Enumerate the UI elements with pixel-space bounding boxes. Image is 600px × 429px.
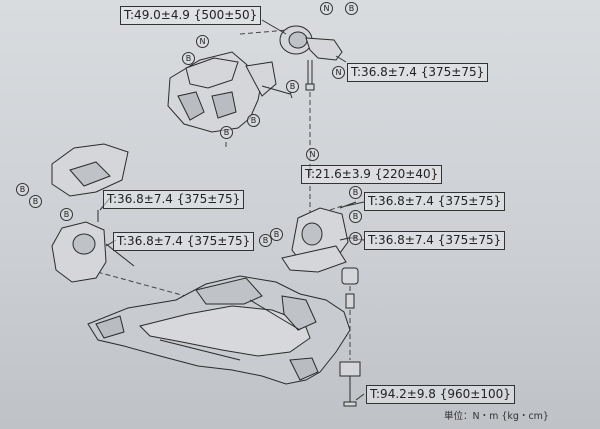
marker-b: B [349, 210, 362, 223]
marker-b: B [16, 183, 29, 196]
upper-insulator [279, 25, 343, 91]
marker-n: N [332, 66, 345, 79]
marker-b: B [220, 126, 233, 139]
marker-b: B [182, 52, 195, 65]
torque-spec-upper-mount-bolt: T:49.0±4.9 {500±50} [120, 6, 262, 25]
marker-b: B [247, 114, 260, 127]
torque-spec-left-mount: T:36.8±7.4 {375±75} [113, 232, 255, 251]
left-mount-bracket [51, 143, 135, 283]
marker-b: B [286, 80, 299, 93]
marker-b: B [60, 208, 73, 221]
marker-b: B [349, 232, 362, 245]
marker-b: B [270, 228, 283, 241]
small-insulators [339, 267, 361, 407]
lower-right-mount [281, 201, 359, 273]
torque-spec-right-mount-top: T:36.8±7.4 {375±75} [364, 192, 506, 211]
torque-spec-right-mount-bottom: T:36.8±7.4 {375±75} [364, 231, 506, 250]
marker-b: B [345, 2, 358, 15]
marker-n: N [306, 148, 319, 161]
marker-b: B [349, 186, 362, 199]
marker-b: B [259, 234, 272, 247]
units-note: 単位：N・m {kg・cm} [444, 411, 549, 422]
torque-spec-center-bolt: T:21.6±3.9 {220±40} [301, 165, 443, 184]
torque-spec-crossmember-bolt: T:94.2±9.8 {960±100} [366, 385, 515, 404]
marker-b: B [29, 195, 42, 208]
marker-n: N [320, 2, 333, 15]
suspension-crossmember [87, 275, 351, 385]
torque-spec-upper-insulator: T:36.8±7.4 {375±75} [347, 63, 489, 82]
torque-spec-left-bracket: T:36.8±7.4 {375±75} [103, 190, 245, 209]
marker-n: N [196, 35, 209, 48]
upper-mount-bracket [167, 51, 293, 133]
